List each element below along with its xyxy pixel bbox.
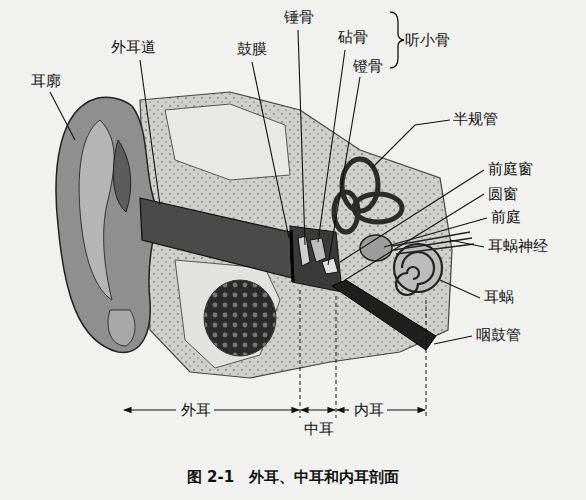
part-label: 外耳道 [110,38,157,56]
part-label: 耳蜗神经 [487,237,549,255]
stapes [322,258,338,274]
part-label: 前庭 [490,208,522,226]
temporal-bone [140,92,452,378]
malleus [298,236,310,266]
middle-ear-cavity [290,226,342,292]
part-label: 外耳 [180,401,212,419]
part-label: 耳廓 [30,72,62,90]
ear-canal [140,198,292,278]
part-label: 圆窗 [487,185,519,203]
bone-section [175,260,280,368]
bracket [390,12,404,68]
part-label: 前庭窗 [487,160,534,178]
pinna-fold [79,120,114,300]
part-label: 听小骨 [404,31,451,49]
part-label: 鼓膜 [236,40,268,58]
part-label: 耳蜗 [483,288,515,306]
part-label: 锤骨 [283,8,315,26]
mastoid-cells [204,280,276,356]
region-divider [300,290,426,418]
eustachian-tube [332,280,436,350]
bone-section [165,104,290,180]
concha [113,140,130,212]
part-label: 镫骨 [352,57,384,75]
ear-lobe [108,310,135,346]
leader-lines [50,30,487,344]
part-label: 内耳 [353,401,385,419]
part-label: 中耳 [303,420,335,438]
part-label: 咽鼓管 [475,326,522,344]
figure-caption: 图 2-1 外耳、中耳和内耳剖面 [0,468,586,487]
eardrum [291,230,293,282]
part-label: 半规管 [452,110,499,128]
part-label: 砧骨 [337,28,369,46]
